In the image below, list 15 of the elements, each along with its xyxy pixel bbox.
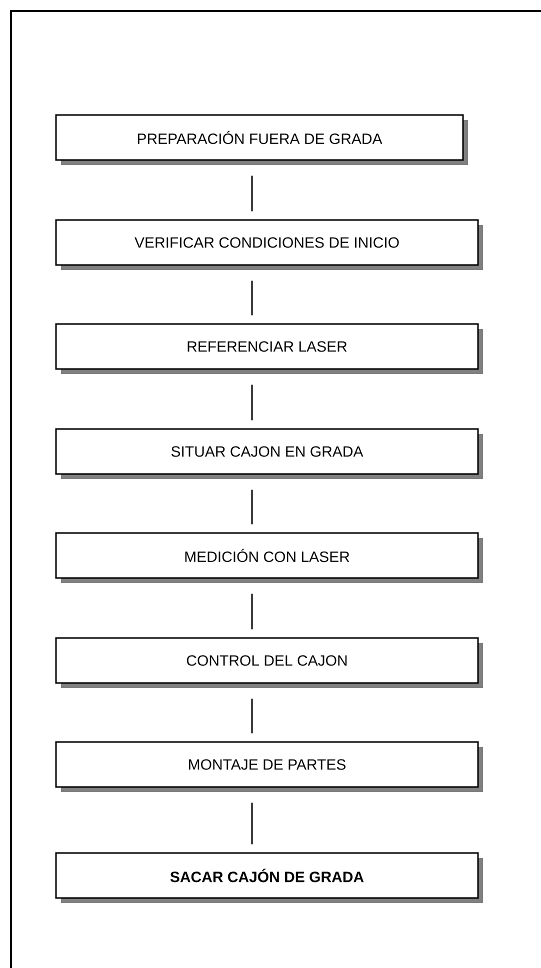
- process-box: VERIFICAR CONDICIONES DE INICIO: [55, 219, 483, 270]
- connector-line: [251, 802, 253, 844]
- process-box: REFERENCIAR LASER: [55, 323, 483, 374]
- connector-line: [251, 384, 253, 420]
- process-box: MEDICIÓN CON LASER: [55, 532, 483, 583]
- connector-line: [251, 490, 253, 524]
- connector-line: [251, 698, 253, 734]
- connector-line: [251, 594, 253, 630]
- process-box: SITUAR CAJON EN GRADA: [55, 428, 483, 479]
- process-box: MONTAJE DE PARTES: [55, 741, 483, 792]
- process-box: CONTROL DEL CAJON: [55, 637, 483, 688]
- connector-line: [251, 176, 253, 212]
- connector-line: [251, 280, 253, 316]
- process-box: PREPARACIÓN FUERA DE GRADA: [55, 114, 468, 165]
- process-box: SACAR CAJÓN DE GRADA: [55, 852, 483, 903]
